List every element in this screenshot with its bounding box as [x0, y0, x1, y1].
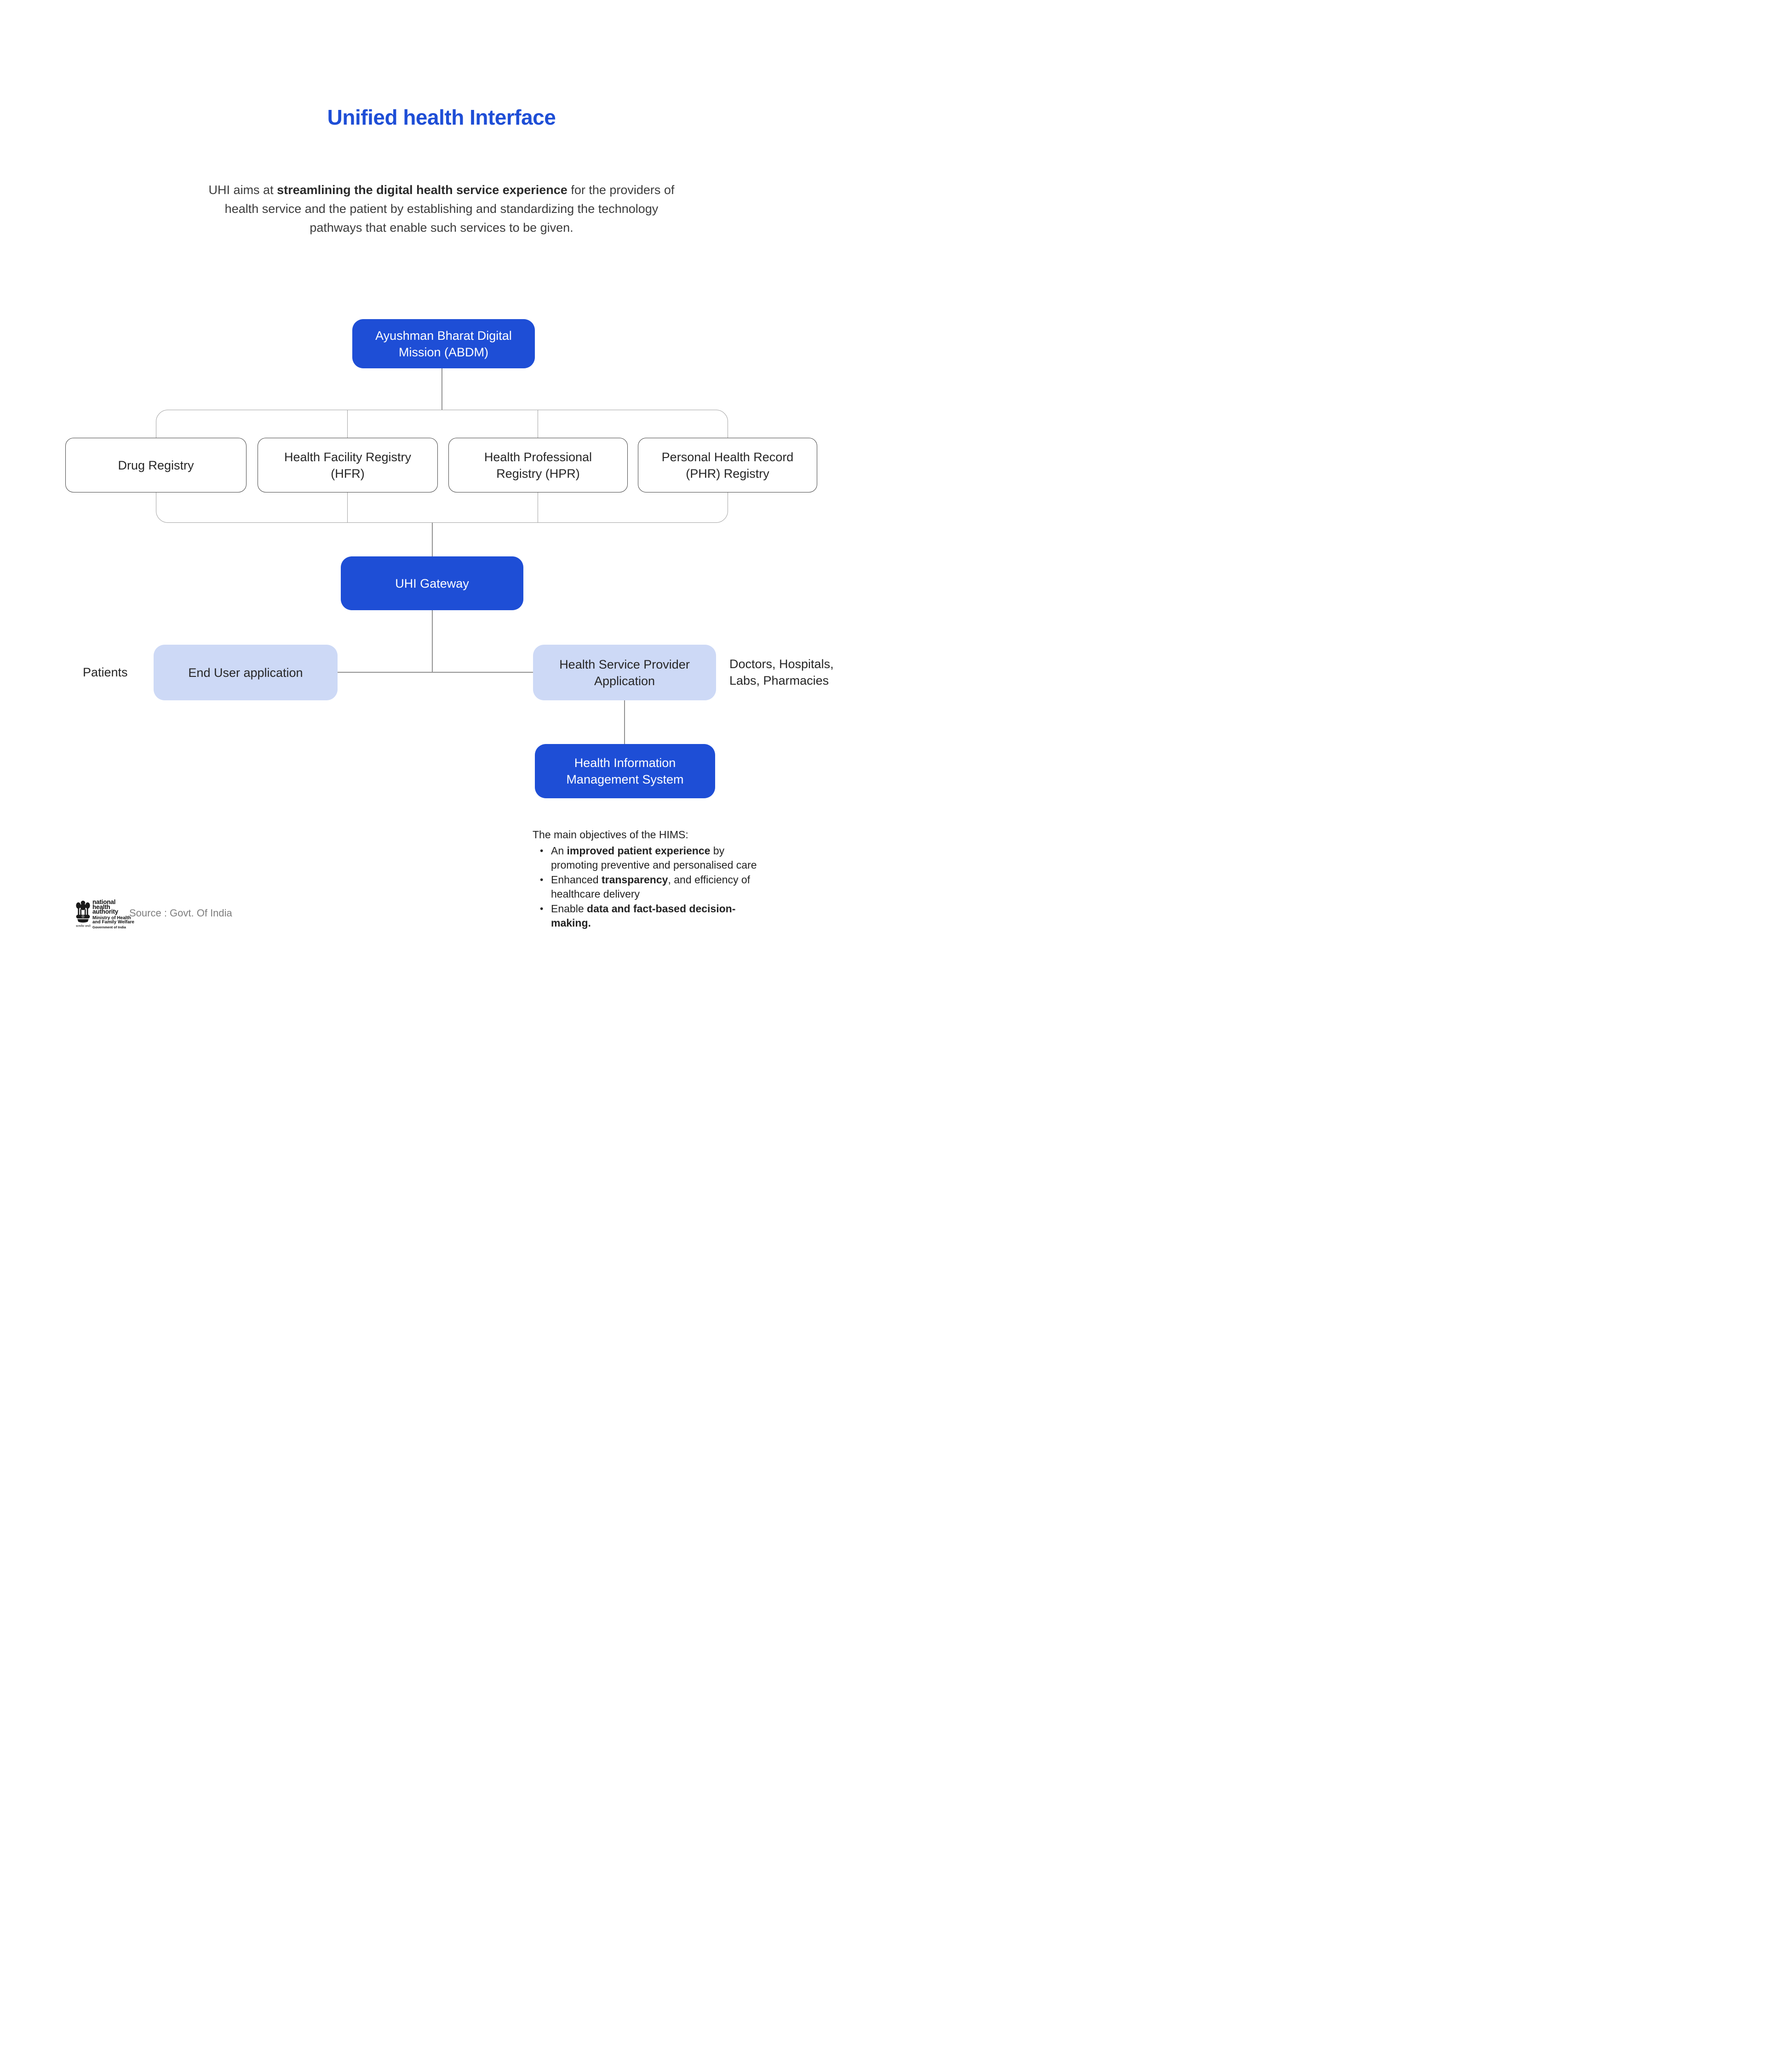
connector-gateway-apps: [432, 610, 433, 672]
node-hims: Health Information Management System: [535, 744, 715, 798]
connector-apps-row: [338, 672, 533, 673]
node-end-user-application-label: End User application: [188, 665, 303, 680]
connector-hsp-hims: [624, 700, 625, 744]
ashoka-emblem-icon: [76, 900, 90, 923]
bullet-icon: •: [540, 845, 544, 856]
node-health-professional-registry: Health Professional Registry (HPR): [448, 438, 628, 492]
ministry-text: Ministry of Health and Family Welfare: [92, 916, 134, 924]
node-abdm-label: Ayushman Bharat Digital Mission (ABDM): [375, 328, 512, 359]
ministry-text-line: and Family Welfare: [92, 919, 134, 925]
source-text: Source : Govt. Of India: [129, 907, 232, 919]
ministry-text-line: Ministry of Health: [92, 916, 131, 921]
node-health-service-provider-application: Health Service Provider Application: [533, 645, 716, 700]
node-health-facility-registry: Health Facility Registry (HFR): [258, 438, 438, 492]
node-drug-registry: Drug Registry: [65, 438, 247, 492]
nha-logo-text-line: authority: [92, 908, 118, 915]
nha-logo-text: national health authority: [92, 899, 118, 915]
node-phr-label: Personal Health Record (PHR) Registry: [661, 450, 794, 481]
objective-item: • Enable data and fact-based decision-ma…: [533, 902, 836, 931]
node-hims-label: Health Information Management System: [566, 756, 684, 786]
nha-logo-text-line: health: [92, 903, 110, 910]
label-patients: Patients: [83, 665, 128, 679]
infographic-canvas: Unified health Interface UHI aims at str…: [0, 0, 883, 1036]
page-title: Unified health Interface: [327, 105, 556, 129]
node-abdm: Ayushman Bharat Digital Mission (ABDM): [352, 319, 535, 368]
objective-text: Enable data and fact-based decision-maki…: [551, 902, 736, 929]
motto-text: सत्यमेव जयते: [76, 925, 91, 928]
nha-logo-text-line: national: [92, 899, 116, 905]
node-drug-registry-label: Drug Registry: [118, 458, 194, 472]
node-personal-health-record-registry: Personal Health Record (PHR) Registry: [638, 438, 817, 492]
node-hsp-label: Health Service Provider Application: [559, 657, 690, 688]
connector-registries-gateway: [432, 523, 433, 556]
node-end-user-application: End User application: [154, 645, 338, 700]
node-uhi-gateway-label: UHI Gateway: [395, 576, 469, 590]
label-providers: Doctors, Hospitals, Labs, Pharmacies: [729, 657, 834, 687]
bullet-icon: •: [540, 874, 544, 885]
node-uhi-gateway: UHI Gateway: [341, 556, 523, 610]
govt-text: Government of India: [92, 925, 126, 929]
objectives-heading: The main objectives of the HIMS:: [533, 829, 688, 841]
node-hfr-label: Health Facility Registry (HFR): [284, 450, 412, 481]
bullet-icon: •: [540, 903, 544, 914]
objective-text: Enhanced transparency, and efficiency of…: [551, 873, 751, 900]
objective-item: • Enhanced transparency, and efficiency …: [533, 873, 836, 902]
hims-objectives: The main objectives of the HIMS: • An im…: [533, 828, 836, 931]
intro-paragraph: UHI aims at streamlining the digital hea…: [208, 183, 675, 235]
node-hpr-label: Health Professional Registry (HPR): [484, 450, 592, 481]
